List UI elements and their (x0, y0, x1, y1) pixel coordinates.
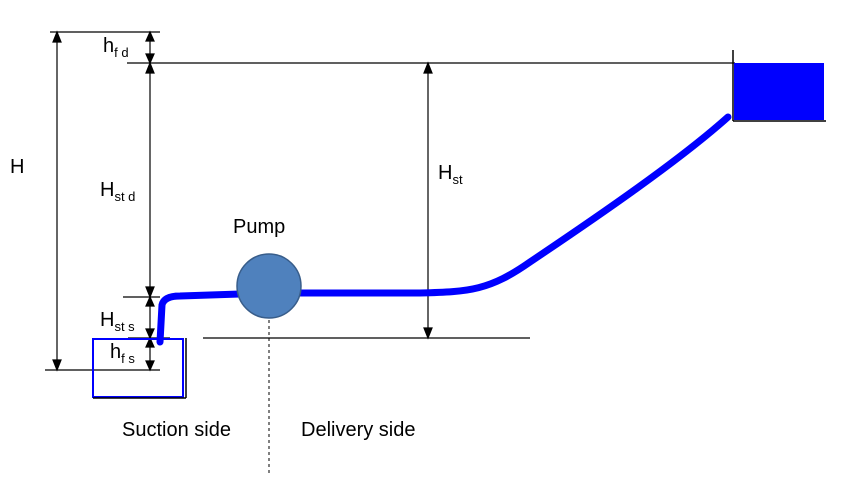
label-Hsts-sub: st s (114, 319, 135, 334)
dimension-Hsts-arrow (145, 295, 155, 340)
label-H: H (10, 157, 24, 177)
dimension-hfs-arrow (145, 336, 155, 372)
label-delivery-side: Delivery side (301, 419, 416, 441)
label-Hsts-main: H (100, 309, 115, 331)
label-hfd-main: h (103, 35, 115, 57)
dimension-H-arrow (52, 30, 62, 372)
label-hfs: hf s (110, 341, 135, 365)
label-hfd: hf d (103, 35, 129, 59)
label-Hst-main: H (438, 162, 453, 184)
label-Hstd: Hst d (100, 179, 135, 203)
label-Hstd-main: H (100, 179, 115, 201)
delivery-pipe (296, 113, 732, 297)
label-Hst: Hst (438, 162, 463, 186)
delivery-tank (734, 63, 824, 120)
label-Hstd-sub: st d (114, 189, 136, 204)
pump-body (236, 253, 302, 319)
label-hfs-sub: f s (121, 351, 135, 366)
label-Hsts: Hst s (100, 309, 135, 333)
label-hfd-sub: f d (114, 45, 129, 60)
suction-pipe (156, 290, 244, 346)
label-pump: Pump (233, 216, 286, 238)
label-H-main: H (10, 156, 25, 178)
dimension-Hst-arrow (423, 61, 433, 340)
label-Hst-sub: st (452, 172, 463, 187)
label-suction-side: Suction side (122, 419, 231, 441)
label-hfs-main: h (110, 341, 122, 363)
suction-tank (92, 338, 184, 398)
dimension-Hstd-arrow (145, 61, 155, 299)
dimension-hfd-arrow (145, 30, 155, 65)
